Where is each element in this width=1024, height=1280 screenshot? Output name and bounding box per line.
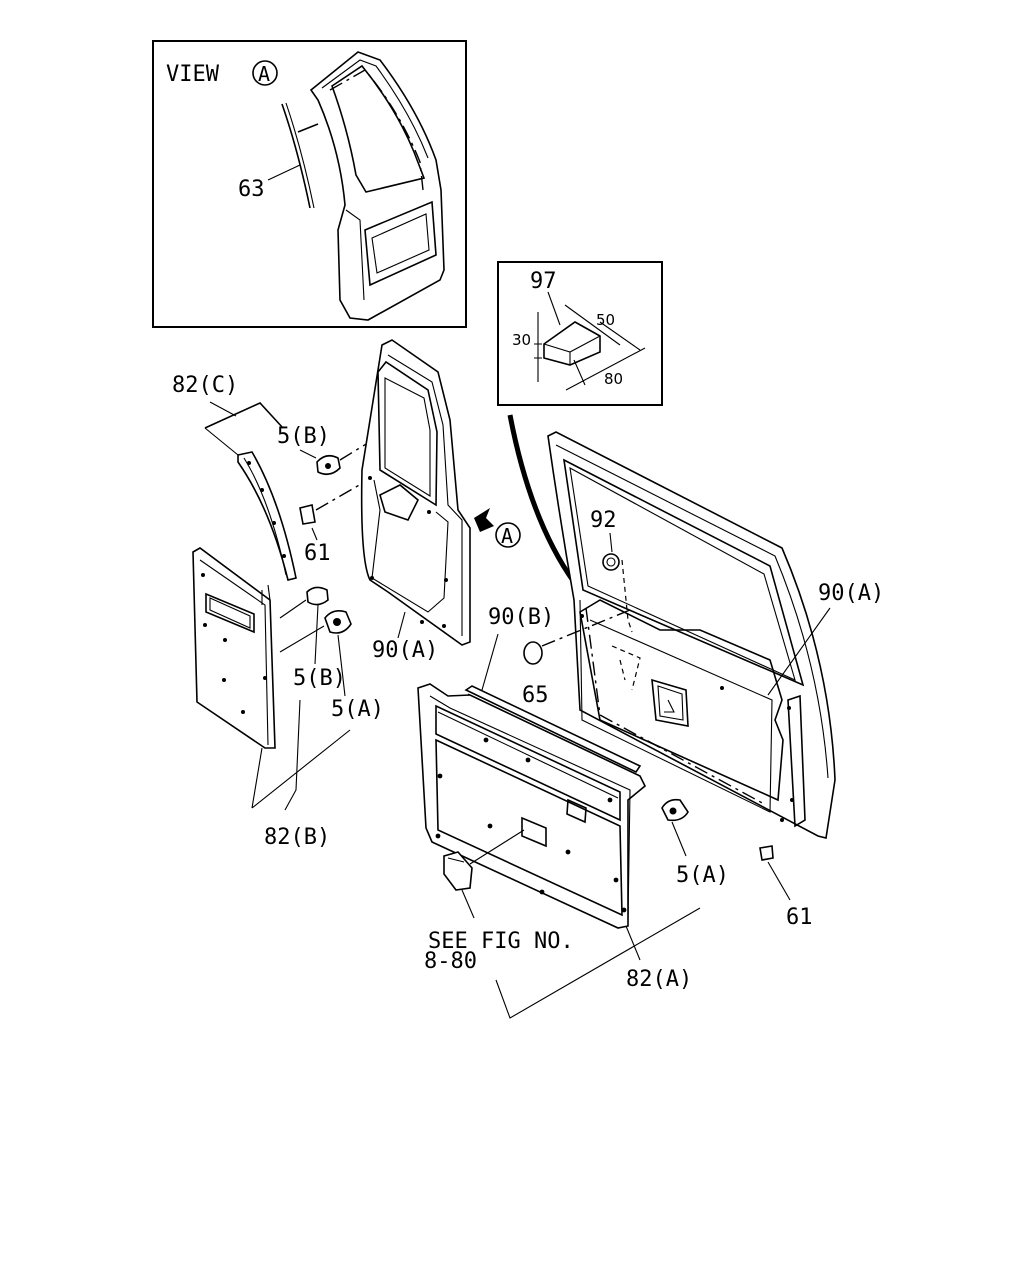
retainer-61-right <box>759 845 774 861</box>
dimension-inset: 97 30 50 80 <box>497 261 663 406</box>
clip-5b-left-mid <box>306 586 329 606</box>
handle-cover <box>443 851 473 891</box>
callout-61-right: 61 <box>786 905 813 930</box>
inner-door-90a-left <box>360 339 471 646</box>
callout-82a: 82(A) <box>626 967 692 992</box>
view-a-inset: VIEW A 63 <box>152 40 467 328</box>
trim-panel-82b <box>192 547 276 749</box>
callout-90a-right: 90(A) <box>818 581 884 606</box>
foam-block-97 <box>543 321 601 366</box>
view-a-frame <box>152 40 467 328</box>
reference-note-line1: SEE FIG NO. <box>428 929 574 954</box>
dim-height: 30 <box>512 331 531 349</box>
callout-5b-top: 5(B) <box>277 424 330 449</box>
dim-width: 80 <box>604 370 623 388</box>
callout-90a-left: 90(A) <box>372 638 438 663</box>
view-a-circle-letter: A <box>258 62 270 86</box>
view-a-arrow: A <box>474 508 521 548</box>
retainer-61-left <box>299 504 316 525</box>
clip-5a-left <box>324 610 352 634</box>
callout-82b: 82(B) <box>264 825 330 850</box>
clip-5a-right <box>661 798 689 822</box>
callout-92: 92 <box>590 508 617 533</box>
clip-5b-left-top <box>316 454 341 476</box>
trim-panel-82a <box>417 683 647 929</box>
view-a-circle-marker: A <box>252 60 278 86</box>
weatherstrip-63 <box>281 103 311 209</box>
callout-97: 97 <box>530 269 557 294</box>
callout-63: 63 <box>238 177 265 202</box>
callout-5b-mid: 5(B) <box>293 666 346 691</box>
door-90a-right <box>507 414 836 839</box>
callout-5a-left: 5(A) <box>331 697 384 722</box>
trim-82c: 82(C) <box>172 373 297 581</box>
callout-82c: 82(C) <box>172 373 238 398</box>
callout-90b: 90(B) <box>488 605 554 630</box>
callout-65: 65 <box>522 683 549 708</box>
grommet-92 <box>602 553 620 571</box>
view-a-door <box>309 51 445 321</box>
callout-5a-right: 5(A) <box>676 863 729 888</box>
callout-61-left: 61 <box>304 541 331 566</box>
view-a-title: VIEW <box>166 62 220 87</box>
dim-depth: 50 <box>596 311 615 329</box>
arrow-letter-a: A <box>501 524 513 548</box>
plug-65 <box>523 641 543 665</box>
reference-note-line2: 8-80 <box>424 949 477 974</box>
dimension-frame <box>497 261 663 406</box>
